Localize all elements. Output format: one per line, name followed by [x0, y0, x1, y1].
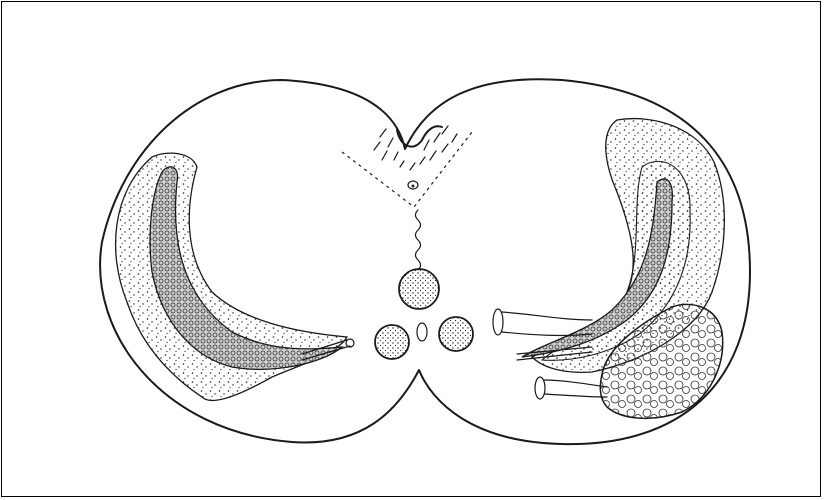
- ventral-nodule-right: [439, 317, 473, 351]
- ventral-nodule-left: [375, 325, 409, 359]
- median-nodule: [399, 269, 439, 309]
- dorsal-notch: [397, 126, 442, 146]
- left-stippled-horn: [116, 153, 354, 400]
- central-canal: [416, 210, 421, 270]
- dorsal-septal-region: [342, 126, 472, 207]
